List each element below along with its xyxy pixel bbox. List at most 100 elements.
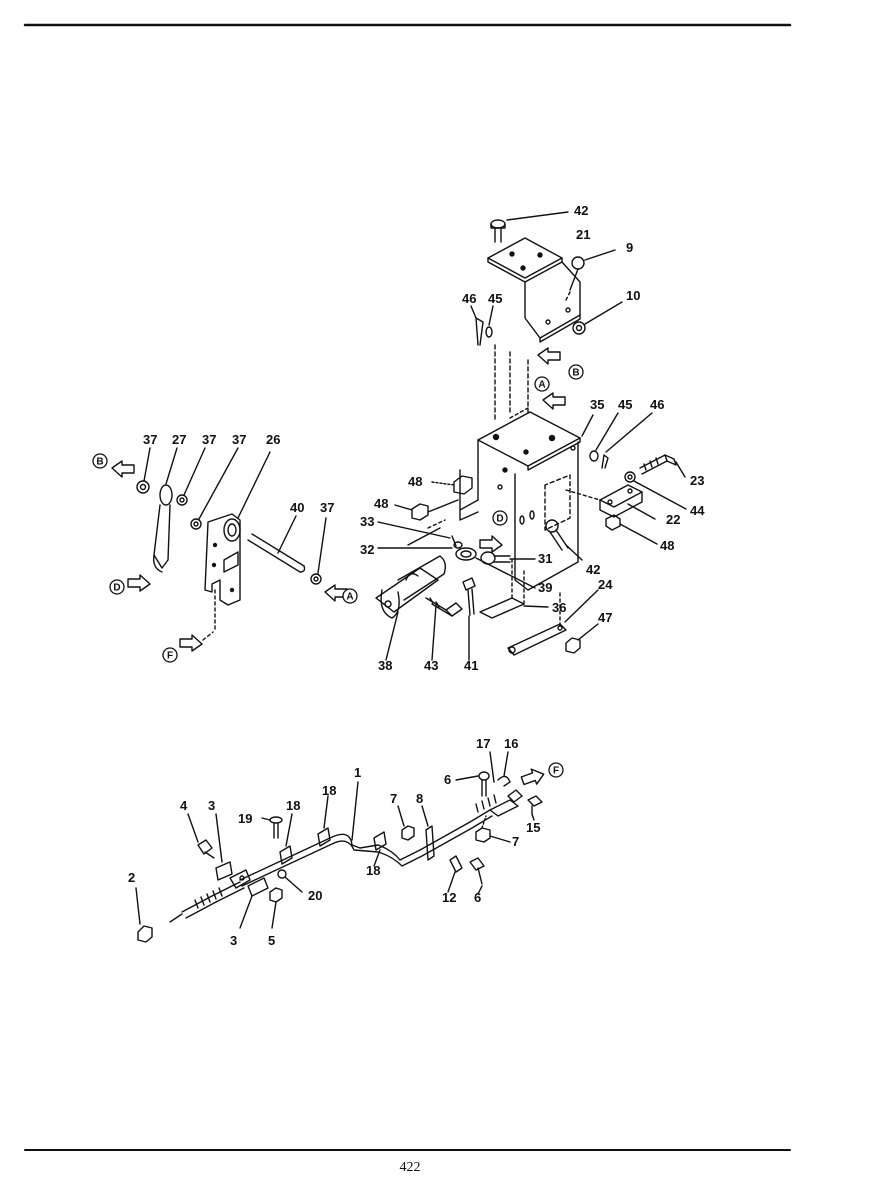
callout-arrow-b-left: [111, 460, 135, 478]
part-label: 16: [504, 736, 518, 751]
bracket-36: [479, 559, 549, 619]
callout-letter: A: [538, 380, 545, 391]
part-label: 37: [232, 432, 246, 447]
callout-letter: F: [167, 651, 173, 662]
nut-7-right: [475, 815, 511, 843]
part-label: 4: [180, 798, 188, 813]
part-label: 37: [143, 432, 157, 447]
clamp-near-spring: [229, 869, 251, 889]
bolt-4: [187, 813, 215, 859]
bracket-3-top: [215, 813, 233, 881]
part-label: 35: [590, 397, 604, 412]
part-label: 43: [424, 658, 438, 673]
bolt-42-mid: [545, 519, 583, 561]
part-label: 3: [208, 798, 215, 813]
clamp-18-c: [373, 831, 387, 867]
part-label: 18: [286, 798, 300, 813]
part-label: 42: [574, 203, 588, 218]
callout-letter: A: [346, 592, 353, 603]
clamp-8: [421, 805, 435, 861]
part-label: 31: [538, 551, 552, 566]
ring-39: [455, 547, 536, 589]
part-label: 6: [444, 772, 451, 787]
lever-assembly-26: [204, 451, 271, 631]
part-label: 3: [230, 933, 237, 948]
callout-arrow-f-left: [179, 631, 214, 652]
part-label: 46: [650, 397, 664, 412]
bolt-9: [565, 249, 616, 301]
callout-arrow-d-mid: [479, 535, 503, 553]
callout-arrow-b-upper: [537, 347, 561, 365]
lever-27: [152, 447, 178, 573]
bolt-6-bottom: [469, 857, 485, 895]
plate-22: [565, 484, 656, 520]
callout-circle: [568, 364, 584, 380]
nut-48-left-a: [431, 475, 473, 495]
bracket-21: [487, 237, 581, 343]
lower-callout-letters: F: [548, 762, 564, 778]
part-label: 1: [354, 765, 361, 780]
part-label: 21: [576, 227, 590, 242]
link-24: [507, 589, 599, 656]
collar-37-c: [190, 447, 239, 530]
pin-46-45-right: [581, 412, 653, 469]
bolt-6-top: [455, 771, 490, 797]
callout-letter: B: [572, 368, 579, 379]
bolt-43: [425, 597, 463, 661]
bolt-41: [462, 577, 476, 661]
clip-16: [497, 751, 511, 787]
part-label: 42: [586, 562, 600, 577]
cable-spring-left: [169, 881, 245, 923]
cylinder-38: [375, 555, 447, 661]
part-label: 15: [526, 820, 540, 835]
part-label: 9: [626, 240, 633, 255]
bolt-15: [527, 795, 543, 821]
nut-48-right: [605, 514, 658, 545]
page-number: 422: [399, 1160, 421, 1175]
upper-assembly: [111, 211, 687, 661]
part-label: 38: [378, 658, 392, 673]
pin-46-45-upper: [470, 305, 496, 421]
washer-20: [277, 869, 303, 893]
part-label: 19: [238, 811, 252, 826]
pin-17: [489, 751, 495, 783]
part-label: 5: [268, 933, 275, 948]
callout-circle: [548, 762, 564, 778]
part-label: 18: [322, 783, 336, 798]
part-label: 27: [172, 432, 186, 447]
nut-5: [269, 887, 283, 929]
part-label: 48: [408, 474, 422, 489]
part-label: 37: [320, 500, 334, 515]
callout-letter: B: [96, 457, 103, 468]
part-label: 45: [618, 397, 632, 412]
collar-37-shaft: [310, 517, 327, 585]
cable-spring-right: [475, 789, 523, 817]
bolt-42-top: [490, 211, 569, 243]
part-label: 36: [552, 600, 566, 615]
callout-arrow-d-left: [127, 574, 151, 592]
bolt-23: [639, 454, 686, 478]
callout-circle: [534, 376, 550, 392]
nut-10: [572, 301, 623, 335]
part-label: 37: [202, 432, 216, 447]
bolt-19: [261, 816, 283, 839]
callout-letter: D: [496, 514, 503, 525]
callout-arrow-f-lower: [520, 768, 545, 786]
part-label: 24: [598, 577, 613, 592]
nut-47: [565, 623, 599, 654]
part-label: 17: [476, 736, 490, 751]
part-label: 40: [290, 500, 304, 515]
part-label: 44: [690, 503, 705, 518]
part-label: 18: [366, 863, 380, 878]
callout-circle: [109, 579, 125, 595]
callout-circle: [342, 588, 358, 604]
part-label: 39: [538, 580, 552, 595]
part-label: 22: [666, 512, 680, 527]
part-label: 48: [660, 538, 674, 553]
part-label: 32: [360, 542, 374, 557]
